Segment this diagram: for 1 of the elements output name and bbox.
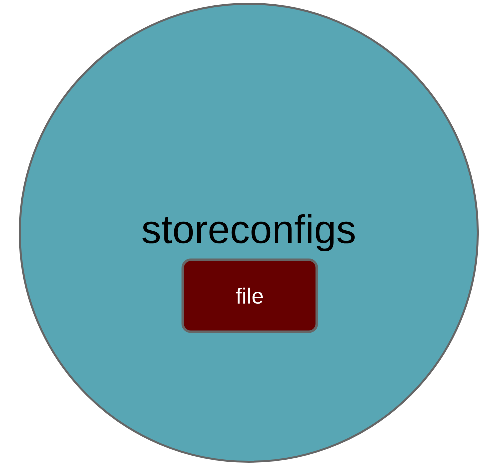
process-box: file xyxy=(182,258,318,334)
